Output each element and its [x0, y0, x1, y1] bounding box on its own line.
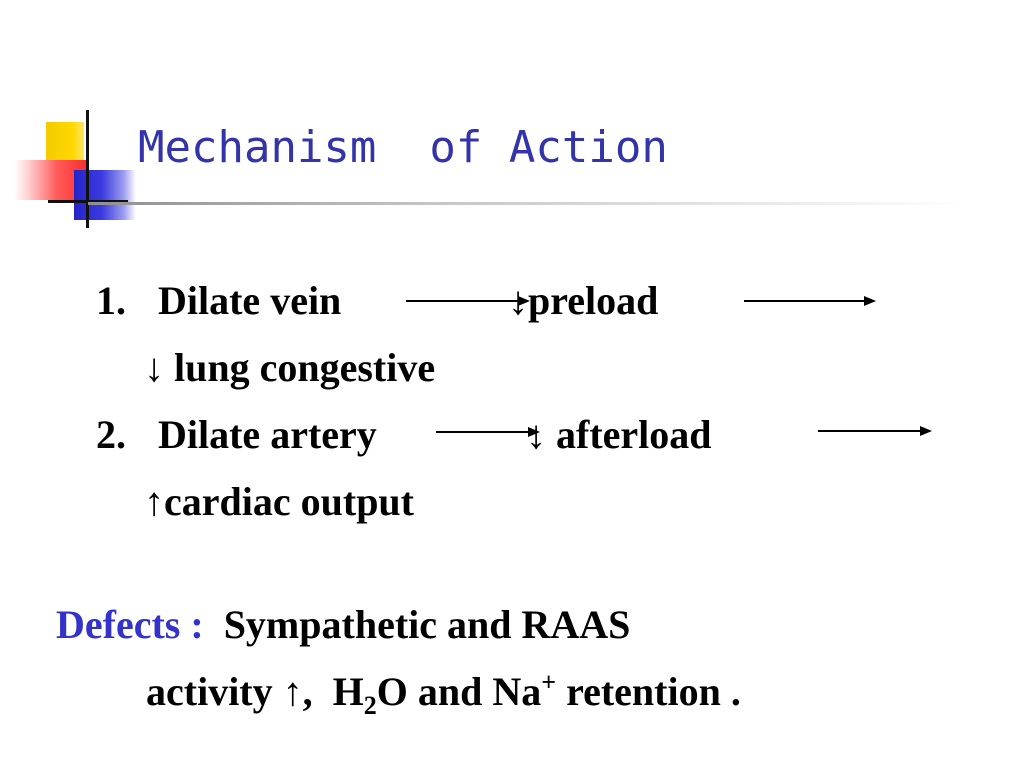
item2-arrow-1 — [436, 425, 540, 439]
vertical-line-decoration — [86, 110, 89, 228]
slide-logo-decoration — [0, 0, 200, 240]
defects-text-2b: O and Na — [376, 669, 542, 714]
defects-line-2: activity ↑, H2O and Na+ retention . — [146, 669, 741, 718]
item1-arrow-2 — [744, 294, 876, 308]
slide-title: Mechanism of Action — [138, 122, 668, 173]
title-underline — [88, 202, 968, 205]
defects-spacer — [204, 602, 224, 647]
blue-square-decoration — [74, 170, 136, 220]
defects-text-2c: retention . — [556, 669, 741, 714]
yellow-square-decoration — [46, 122, 84, 166]
item1-effect: ↓preload — [508, 278, 659, 323]
defects-text-2a: activity ↑, H — [146, 669, 364, 714]
defects-label: Defects : — [56, 602, 204, 647]
item2-arrow-2 — [818, 424, 932, 438]
item1-arrow-1 — [406, 294, 530, 308]
item1-result: ↓ lung congestive — [144, 345, 436, 390]
horizontal-line-decoration — [48, 200, 128, 203]
defects-line-1: Defects : Sympathetic and RAAS — [56, 605, 630, 645]
item1-number: 1. — [96, 278, 126, 323]
item1-text: Dilate vein — [158, 278, 342, 323]
item2-effect: ↓ afterload — [526, 412, 712, 457]
item2-text: Dilate artery — [158, 412, 377, 457]
defects-text-1: Sympathetic and RAAS — [223, 602, 631, 647]
water-subscript: 2 — [363, 691, 377, 720]
item2-result: ↑cardiac output — [144, 479, 414, 524]
sodium-superscript: + — [541, 667, 557, 697]
item2-number: 2. — [96, 412, 126, 457]
